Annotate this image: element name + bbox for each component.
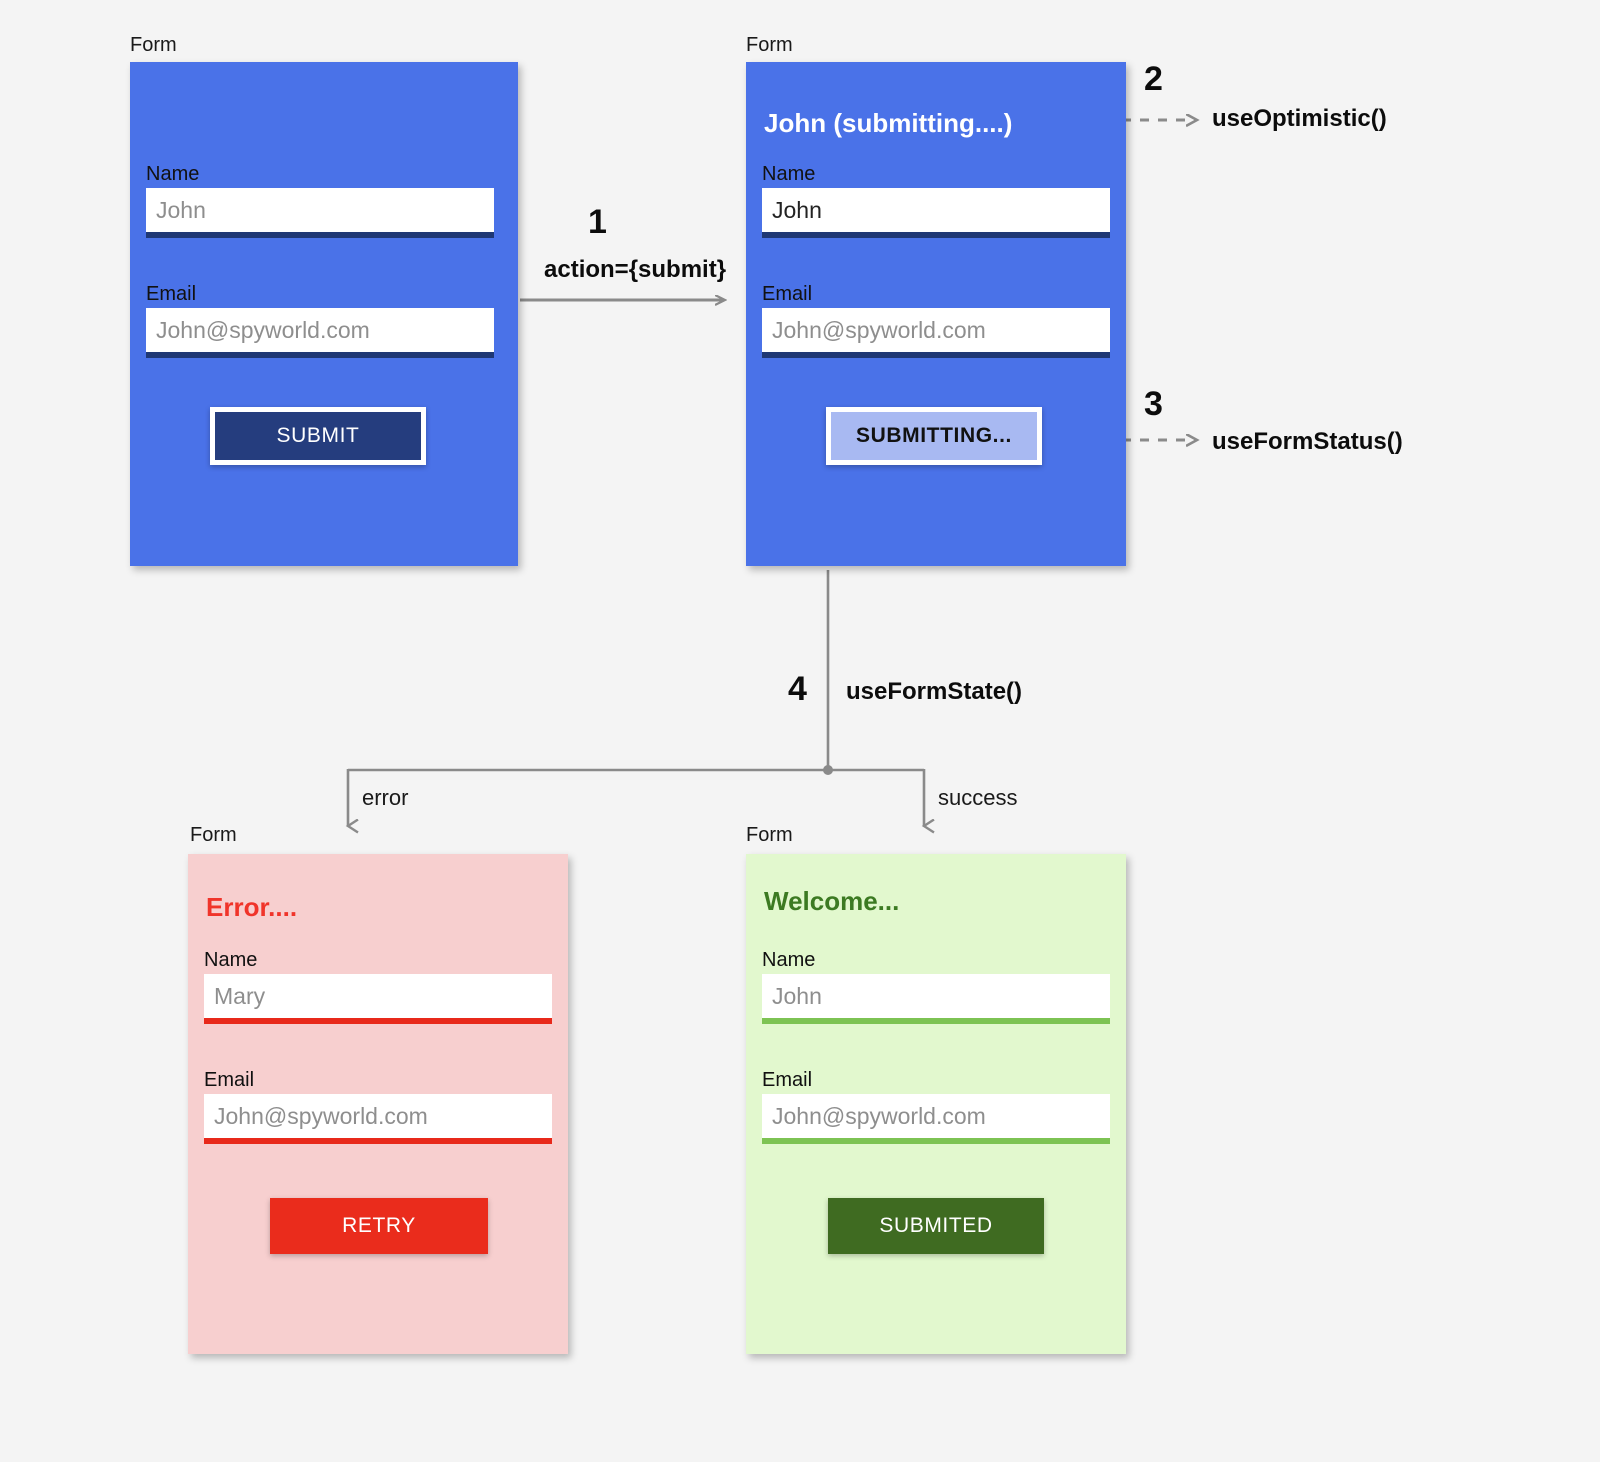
label-use-optimistic: useOptimistic(): [1212, 105, 1387, 132]
branch-label-error: error: [362, 785, 409, 810]
field-email-initial: Email John@spyworld.com: [146, 282, 494, 358]
submit-button[interactable]: SUBMIT: [210, 407, 426, 465]
form-card-submitting: John (submitting....) Name John Email Jo…: [746, 62, 1126, 566]
field-input-email[interactable]: John@spyworld.com: [204, 1094, 552, 1144]
field-name-submitting: Name John: [762, 162, 1110, 238]
arrow-use-form-state-split: [348, 570, 924, 826]
field-email-submitting: Email John@spyworld.com: [762, 282, 1110, 358]
welcome-title: Welcome...: [764, 886, 900, 916]
label-use-form-status: useFormStatus(): [1212, 428, 1403, 455]
field-name-initial: Name John: [146, 162, 494, 238]
field-label-email: Email: [762, 1069, 813, 1091]
field-label-name: Name: [762, 949, 816, 971]
field-label-name: Name: [146, 163, 200, 185]
error-title: Error....: [206, 892, 298, 922]
field-input-name[interactable]: Mary: [204, 974, 552, 1024]
form-card-success: Welcome... Name John Email John@spyworld…: [746, 854, 1126, 1354]
field-label-email: Email: [762, 283, 813, 305]
step-number-4: 4: [788, 670, 807, 708]
form-caption-submitting: Form: [746, 34, 793, 56]
branch-label-success: success: [938, 785, 1018, 810]
form-caption-initial: Form: [130, 34, 177, 56]
step-number-1: 1: [588, 203, 607, 241]
field-name-error: Name Mary: [204, 948, 552, 1024]
field-label-name: Name: [204, 949, 258, 971]
field-email-success: Email John@spyworld.com: [762, 1068, 1110, 1144]
field-input-name[interactable]: John: [762, 188, 1110, 238]
field-input-email[interactable]: John@spyworld.com: [762, 1094, 1110, 1144]
field-label-email: Email: [204, 1069, 255, 1091]
label-action-submit: action={submit}: [544, 256, 727, 283]
field-input-name[interactable]: John: [146, 188, 494, 238]
label-use-form-state: useFormState(): [846, 678, 1023, 705]
field-label-name: Name: [762, 163, 816, 185]
field-input-name[interactable]: John: [762, 974, 1110, 1024]
form-caption-error: Form: [190, 824, 237, 846]
step-number-2: 2: [1144, 60, 1163, 98]
field-name-success: Name John: [762, 948, 1110, 1024]
form-card-error: Error.... Name Mary Email John@spyworld.…: [188, 854, 568, 1354]
field-label-email: Email: [146, 283, 197, 305]
field-input-email[interactable]: John@spyworld.com: [762, 308, 1110, 358]
retry-button[interactable]: RETRY: [270, 1198, 488, 1254]
step-number-3: 3: [1144, 385, 1163, 423]
field-email-error: Email John@spyworld.com: [204, 1068, 552, 1144]
submited-button[interactable]: SUBMITED: [828, 1198, 1044, 1254]
form-card-initial: Name John Email John@spyworld.com SUBMIT: [130, 62, 518, 566]
field-input-email[interactable]: John@spyworld.com: [146, 308, 494, 358]
form-caption-success: Form: [746, 824, 793, 846]
optimistic-title: John (submitting....): [764, 108, 1013, 138]
submitting-button[interactable]: SUBMITTING...: [826, 407, 1042, 465]
